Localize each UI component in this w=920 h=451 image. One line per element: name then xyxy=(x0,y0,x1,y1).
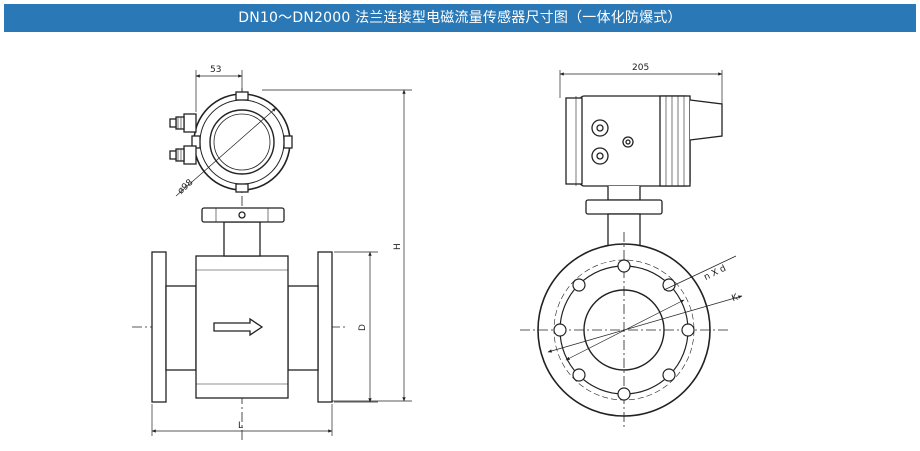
gland-front-lower xyxy=(591,147,609,165)
dim-k-label: K xyxy=(731,292,741,304)
bolt-hole xyxy=(572,368,586,382)
page-title: DN10～DN2000 法兰连接型电磁流量传感器尺寸图（一体化防爆式） xyxy=(4,4,916,32)
bolt-hole xyxy=(553,323,567,337)
bolt-hole xyxy=(617,387,631,401)
mount-neck xyxy=(223,221,261,257)
cable-gland-upper xyxy=(169,113,197,133)
ground-screw xyxy=(622,136,634,148)
mount-screw xyxy=(238,211,246,219)
front-view xyxy=(132,88,348,440)
cable-gland-lower xyxy=(169,145,197,165)
mount-flange xyxy=(201,207,285,223)
converter-cover xyxy=(689,99,723,141)
dim-h-label: H xyxy=(393,243,403,250)
side-mount-flange xyxy=(585,199,663,215)
side-dimensions xyxy=(547,70,743,361)
bolt-hole xyxy=(617,259,631,273)
dim-d-label: D xyxy=(358,324,368,331)
side-view xyxy=(537,95,723,417)
dim-diameter-label: ø98 xyxy=(176,178,195,197)
dim-nxd-label: n X d xyxy=(703,264,728,283)
left-flange xyxy=(151,251,167,403)
right-neck xyxy=(287,285,319,371)
dim-205-label: 205 xyxy=(632,63,649,73)
right-flange xyxy=(317,251,333,403)
bolt-hole xyxy=(662,368,676,382)
left-neck xyxy=(165,285,197,371)
dim-l-label: L xyxy=(238,421,243,431)
flow-arrow xyxy=(213,317,264,337)
bolt-hole xyxy=(572,278,586,292)
dim-53-label: 53 xyxy=(210,65,221,75)
gland-front-upper xyxy=(591,119,609,137)
bolt-hole xyxy=(681,323,695,337)
front-dimensions xyxy=(151,70,412,436)
bolt-hole xyxy=(662,278,676,292)
